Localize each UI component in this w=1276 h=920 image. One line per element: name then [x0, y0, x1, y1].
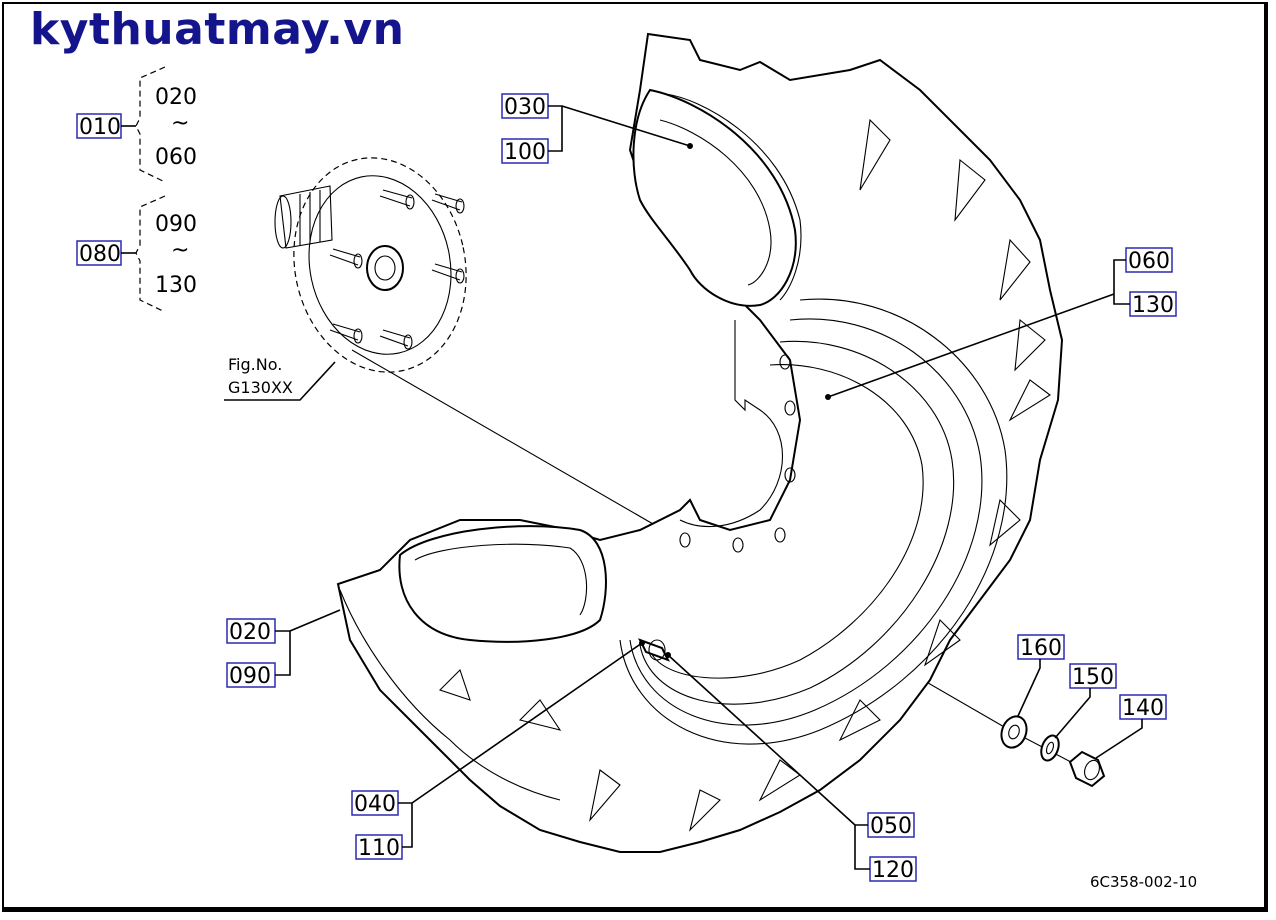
washer-160 — [1000, 715, 1028, 749]
figure-reference: Fig.No. G130XX — [224, 355, 336, 401]
group-080-to: 130 — [155, 273, 197, 298]
callout-box-140[interactable] — [1119, 694, 1167, 720]
callout-160: 160 — [1020, 636, 1062, 661]
valve-stem — [637, 638, 671, 662]
group-010: 010 020 ~ 060 — [76, 66, 197, 183]
group-010-from: 020 — [155, 85, 197, 110]
callout-010: 010 — [79, 115, 121, 140]
hub-studs — [329, 189, 465, 350]
fig-ref-line2: G130XX — [228, 378, 293, 397]
callout-060: 060 — [1128, 249, 1170, 274]
wheel-assembly — [336, 32, 1064, 853]
fig-ref-line1: Fig.No. — [228, 355, 282, 374]
callout-110: 110 — [358, 836, 400, 861]
callout-120: 120 — [872, 858, 914, 883]
callout-130: 130 — [1132, 293, 1174, 318]
hub-center-bore — [366, 245, 404, 291]
callout-030: 030 — [504, 95, 546, 120]
lock-washer-150 — [1040, 734, 1060, 762]
callout-box-150[interactable] — [1069, 663, 1117, 689]
callout-150: 150 — [1072, 665, 1114, 690]
nut-140 — [1068, 750, 1106, 788]
group-080-tilde: ~ — [171, 238, 189, 263]
callout-100: 100 — [504, 140, 546, 165]
disc-bolt-holes — [679, 354, 796, 553]
drawing-number: 6C358-002-10 — [1090, 873, 1198, 891]
hardware — [1000, 715, 1106, 788]
brand-watermark: kythuatmay.vn — [30, 4, 405, 55]
callout-140: 140 — [1122, 696, 1164, 721]
callout-090: 090 — [229, 664, 271, 689]
group-010-tilde: ~ — [171, 111, 189, 136]
callout-080: 080 — [79, 242, 121, 267]
group-010-to: 060 — [155, 145, 197, 170]
callout-020: 020 — [229, 620, 271, 645]
callout-box-160[interactable] — [1017, 634, 1065, 660]
group-080-from: 090 — [155, 212, 197, 237]
axle-hub — [274, 157, 467, 373]
callout-040: 040 — [354, 792, 396, 817]
group-080: 080 090 ~ 130 — [76, 195, 197, 313]
callout-050: 050 — [870, 814, 912, 839]
